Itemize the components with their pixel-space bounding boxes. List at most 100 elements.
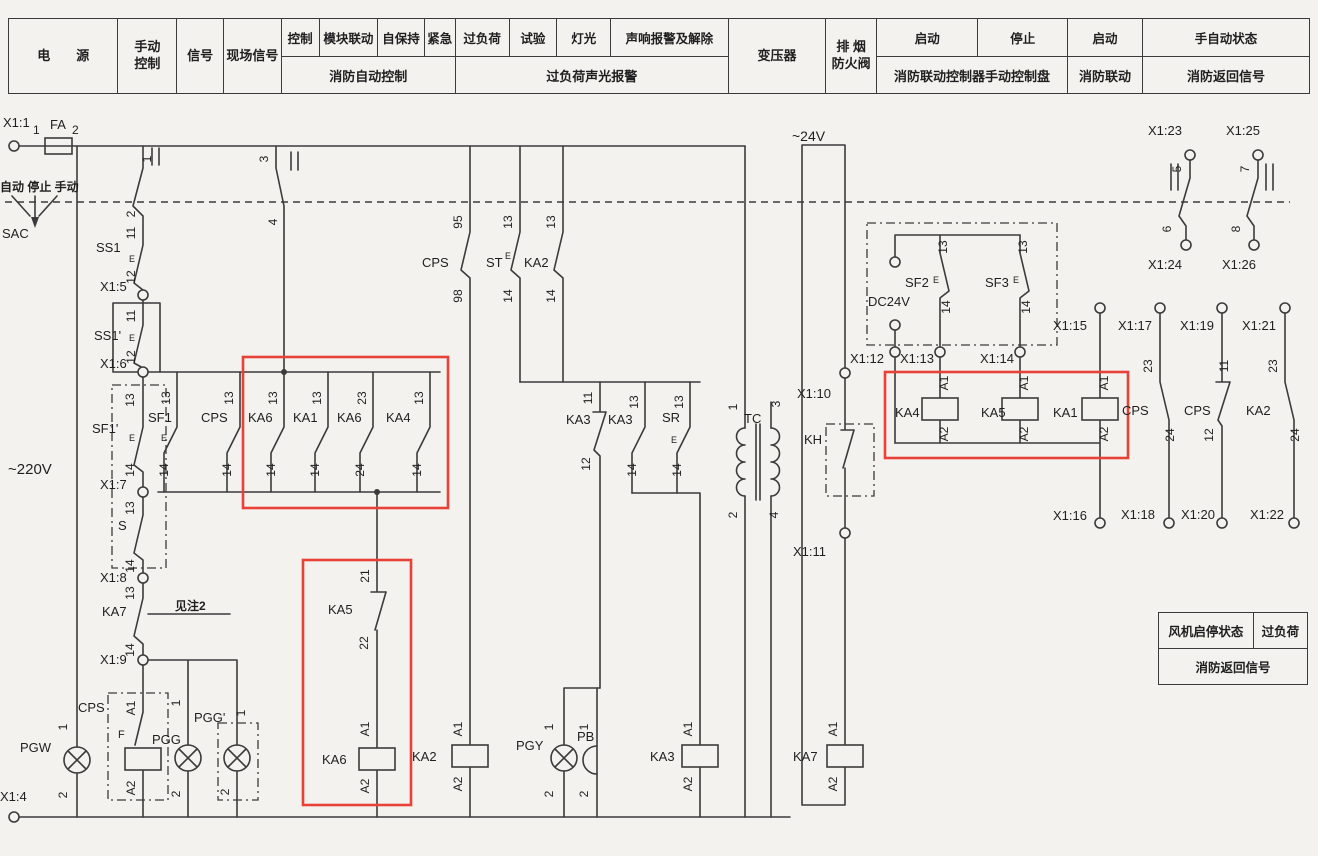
schematic-label-x118: X1:18 (1121, 507, 1155, 522)
schematic-label-2: 见注2 (175, 598, 206, 613)
schematic-label-a1: A1 (826, 721, 840, 736)
schematic-label-x19: X1:9 (100, 652, 127, 667)
indicator-lamps (63, 744, 578, 774)
schematic-label-13: 13 (123, 393, 137, 407)
schematic-label-x126: X1:26 (1222, 257, 1256, 272)
schematic-label-pgw: PGW (20, 740, 52, 755)
schematic-label-14: 14 (123, 559, 137, 573)
schematic-label-13: 13 (672, 395, 686, 409)
schematic-label-ka7: KA7 (102, 604, 127, 619)
schematic-label-sr: SR (662, 410, 680, 425)
pgy-lamp (550, 744, 578, 772)
schematic-label-13: 13 (412, 391, 426, 405)
header-cell: 消防联动控制器手动控制盘 (877, 56, 1068, 93)
schematic-label-pgy: PGY (516, 738, 544, 753)
schematic-label-2: 2 (542, 790, 556, 797)
schematic-label-cps: CPS (201, 410, 228, 425)
schematic-label-cps: CPS (1184, 403, 1211, 418)
schematic-label-sf1: SF1 (148, 410, 172, 425)
legend-cell: 消防返回信号 (1195, 661, 1271, 675)
schematic-label-14: 14 (939, 300, 953, 314)
schematic-label-sf3: SF3 (985, 275, 1009, 290)
schematic-label-e: E (505, 251, 511, 261)
schematic-label-4: 4 (767, 511, 781, 518)
schematic-label-11: 11 (124, 309, 138, 322)
header-cell: 消防返回信号 (1143, 56, 1310, 93)
schematic-label-x112: X1:12 (850, 351, 884, 366)
schematic-label-tc: TC (744, 411, 761, 426)
schematic-label-x11: X1:1 (3, 115, 30, 130)
schematic-label-x111: X1:11 (793, 544, 826, 559)
schematic-label-fa: FA (50, 117, 66, 132)
schematic-label-2: 2 (72, 123, 79, 137)
schematic-label-14: 14 (157, 463, 171, 477)
function-header-table: 电 源手动 控制信号现场信号控制模块联动自保持紧急消防自动控制过负荷试验灯光声响… (8, 18, 1310, 94)
schematic-label-1: 1 (542, 723, 556, 730)
schematic-label-ka2: KA2 (412, 749, 437, 764)
header-cell: 自保持 (377, 19, 424, 56)
schematic-label-a1: A1 (937, 375, 951, 390)
tc-secondary-winding (770, 427, 781, 497)
header-cell: 现场信号 (226, 47, 279, 63)
schematic-label-x14: X1:4 (0, 789, 27, 804)
header-cell: 灯光 (556, 19, 610, 56)
schematic-label-x119: X1:19 (1180, 318, 1214, 333)
schematic-label-sac: SAC (2, 226, 29, 241)
header-cell: 声响报警及解除 (610, 19, 728, 56)
schematic-label-11: 11 (581, 391, 595, 404)
schematic-label-dc24v: DC24V (868, 294, 910, 309)
schematic-label-cps: CPS (422, 255, 449, 270)
schematic-label-14: 14 (544, 289, 558, 303)
schematic-label-a2: A2 (451, 776, 465, 791)
schematic-label-24: 24 (353, 463, 367, 477)
schematic-label-ss1: SS1' (94, 328, 121, 343)
schematic-label-12: 12 (1202, 428, 1216, 442)
wires (11, 144, 1295, 818)
schematic-label-a1: A1 (1097, 375, 1111, 390)
schematic-label-98: 98 (451, 289, 465, 303)
header-cell: 过负荷 (463, 32, 501, 46)
schematic-label-f: F (118, 729, 125, 741)
kh-box (825, 423, 875, 497)
schematic-label-14: 14 (308, 463, 322, 477)
schematic-label-6: 6 (1160, 225, 1174, 232)
schematic-label-ka6: KA6 (337, 410, 362, 425)
schematic-label-3: 3 (769, 400, 783, 407)
schematic-label-ka1: KA1 (1053, 405, 1078, 420)
schematic-label-s: S (118, 518, 127, 533)
schematic-label-2: 2 (56, 791, 70, 798)
schematic-label-x18: X1:8 (100, 570, 127, 585)
schematic-label-14: 14 (123, 463, 137, 477)
schematic-label-e: E (129, 433, 135, 443)
legend-cell: 过负荷 (1252, 613, 1307, 648)
schematic-label-24: 24 (1288, 428, 1302, 442)
device-boundary-boxes (107, 222, 1058, 801)
schematic-label-x120: X1:20 (1181, 507, 1215, 522)
ka4-coil (921, 397, 959, 421)
tc-primary-winding (735, 427, 746, 497)
schematic-label-x115: X1:15 (1053, 318, 1087, 333)
schematic-label-x113: X1:13 (900, 351, 934, 366)
header-cell: 启动 (914, 32, 940, 46)
schematic-label-23: 23 (1141, 359, 1155, 373)
header-group-4: 控制模块联动自保持紧急消防自动控制 (280, 19, 455, 93)
schematic-label-22: 22 (357, 636, 371, 650)
schematic-label-e: E (671, 435, 677, 445)
schematic-label-11: 11 (124, 226, 138, 239)
schematic-label-ka6: KA6 (322, 752, 347, 767)
schematic-label-ka2: KA2 (524, 255, 549, 270)
pgw-lamp (63, 746, 91, 774)
ka3-coil (681, 744, 719, 768)
schematic-label-e: E (129, 254, 135, 264)
junction-dots (281, 369, 380, 495)
schematic-label-24: 24 (1163, 428, 1177, 442)
schematic-label-14: 14 (670, 463, 684, 477)
header-cell: 手自动状态 (1194, 32, 1258, 46)
schematic-label-ka3: KA3 (608, 412, 633, 427)
schematic-label-sf2: SF2 (905, 275, 929, 290)
schematic-label-24v: ~24V (792, 128, 826, 144)
schematic-label-e: E (161, 433, 167, 443)
schematic-label-14: 14 (625, 463, 639, 477)
schematic-label-pb: PB (577, 729, 594, 744)
schematic-label-14: 14 (1019, 300, 1033, 314)
